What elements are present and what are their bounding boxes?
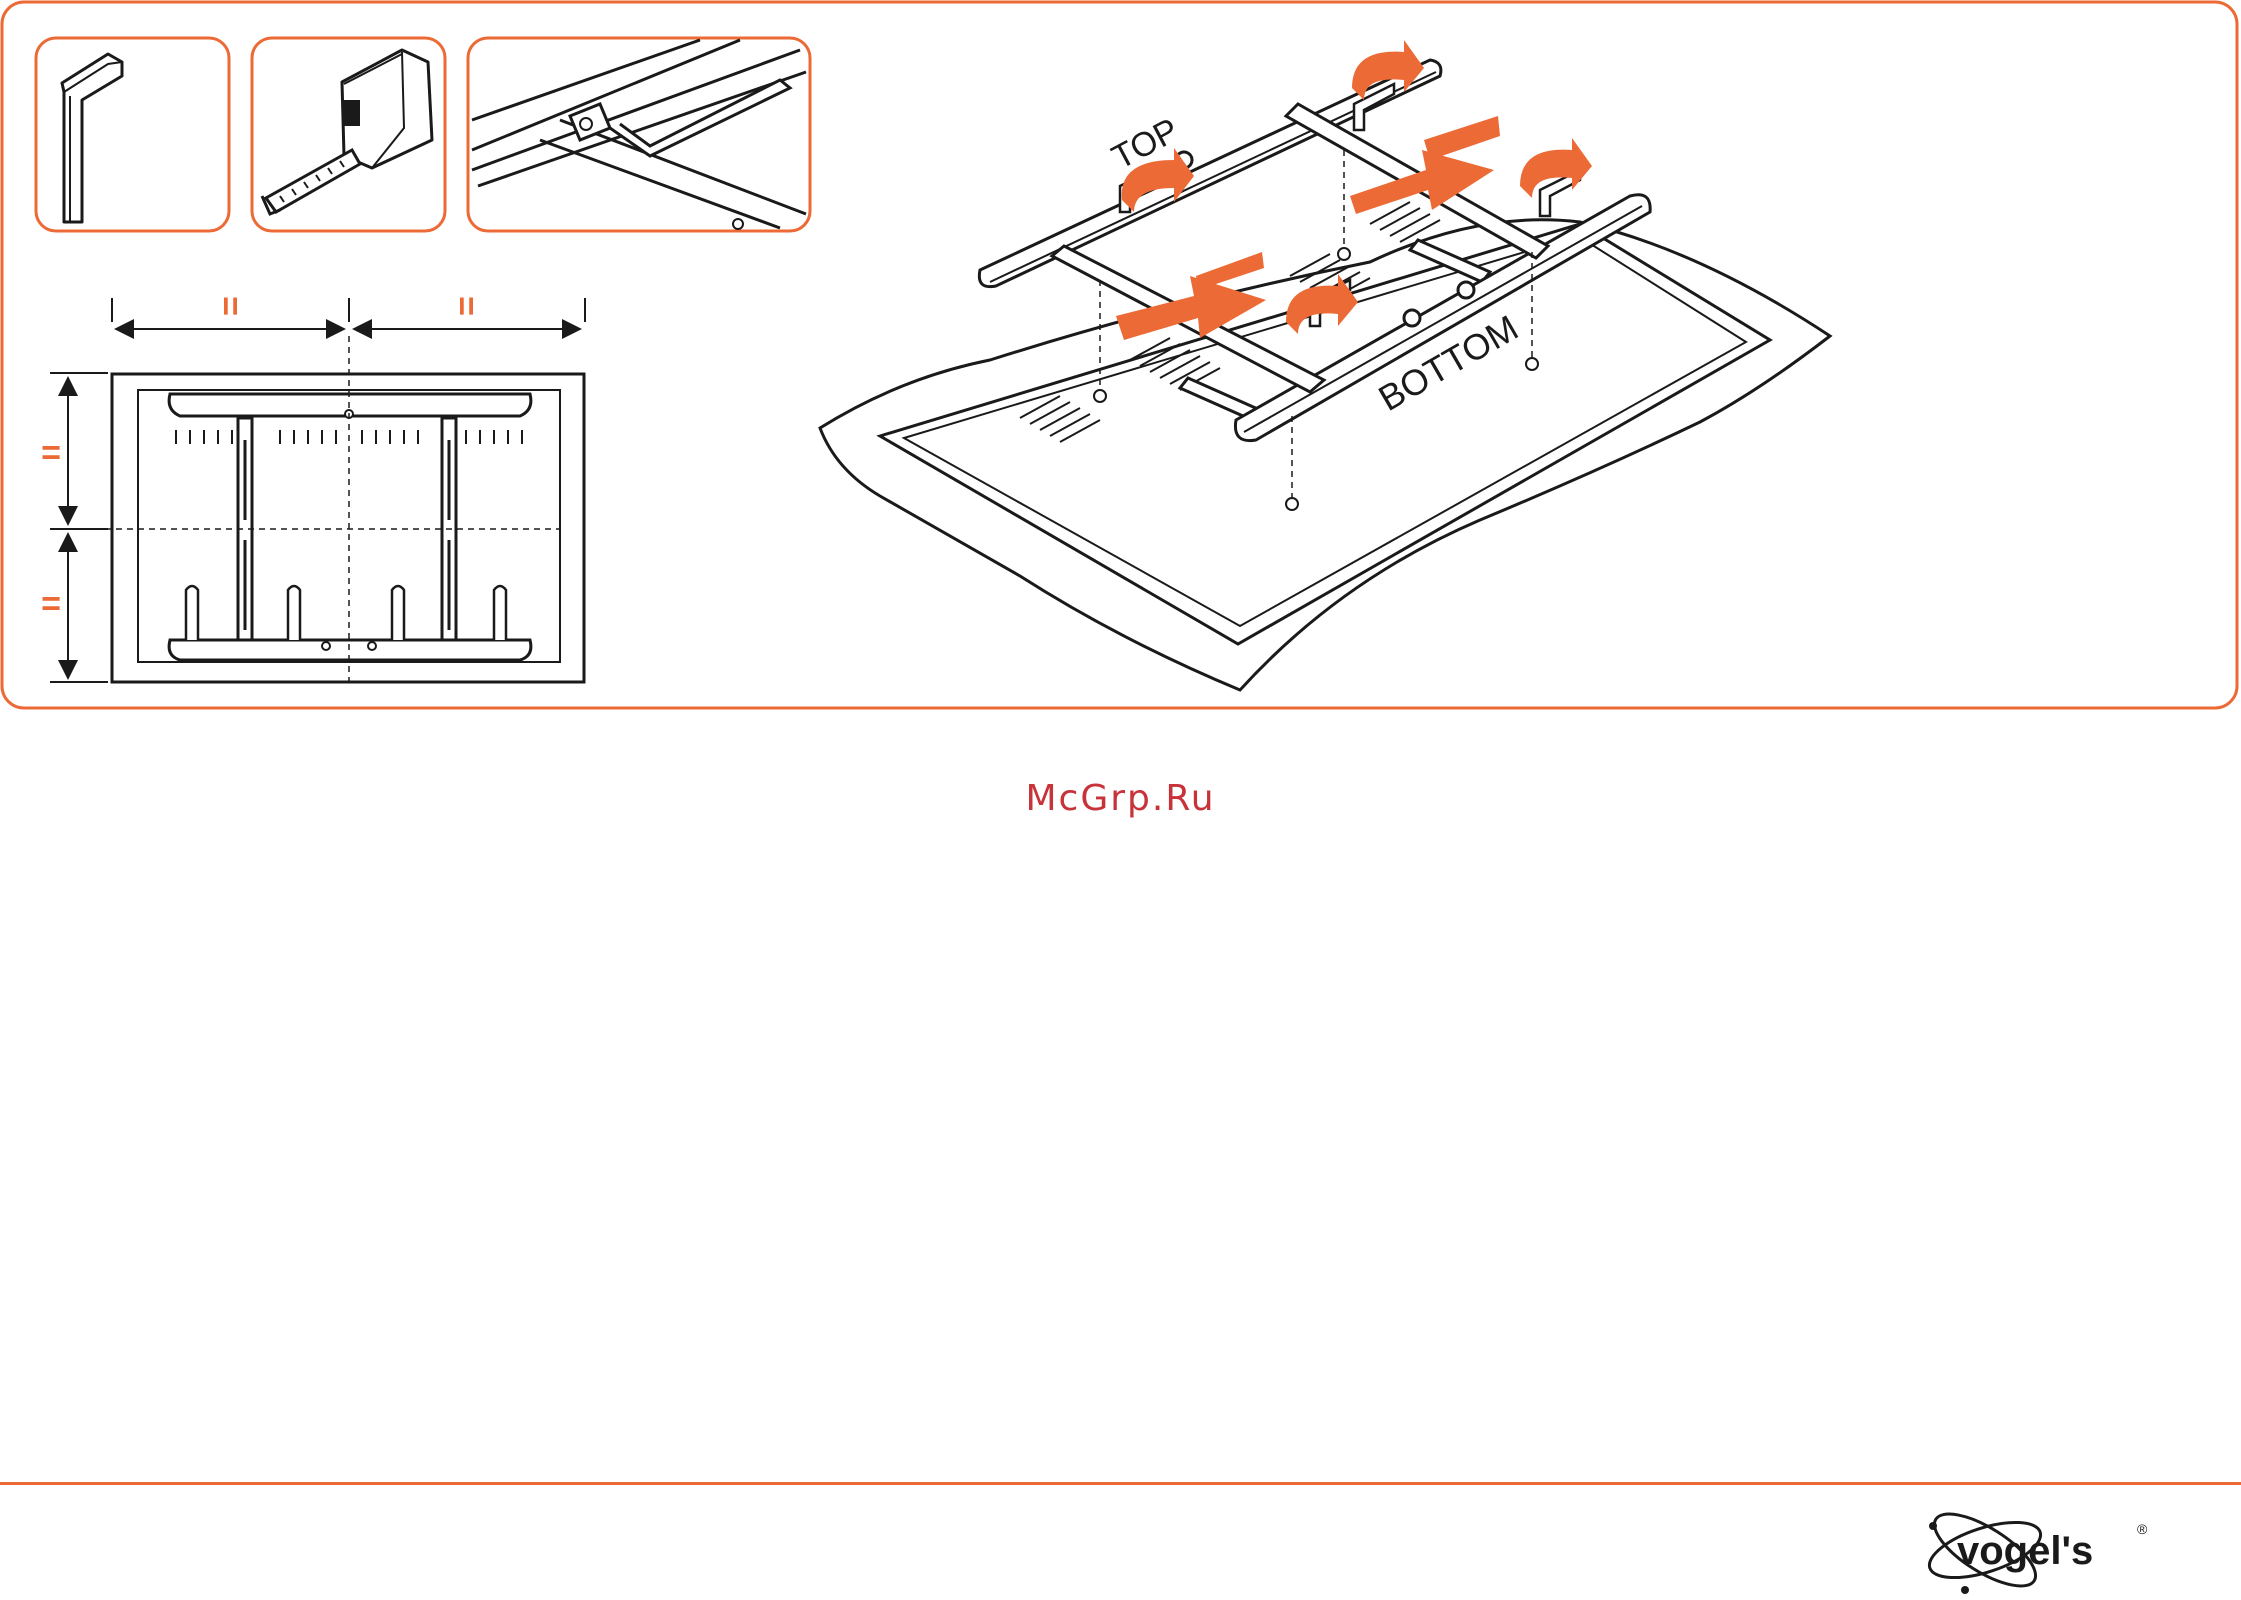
vogels-logo: vogel's ®	[1925, 1498, 2155, 1598]
watermark: McGrp.Ru	[0, 778, 2241, 819]
logo-registered-mark: ®	[2137, 1521, 2148, 1537]
equal-mark-side-upper: =	[41, 434, 61, 472]
logo-text: vogel's	[1957, 1529, 2093, 1573]
footer-divider	[0, 1482, 2241, 1485]
tv-bracket-perspective: TOP BOTTOM	[820, 40, 1830, 690]
instruction-panel: = = = =	[0, 0, 2241, 714]
equal-mark-side-lower: =	[41, 585, 61, 623]
bracket-detail-icon	[468, 38, 810, 231]
equal-mark-top-left: =	[211, 296, 249, 316]
tape-measure-icon	[252, 38, 445, 231]
equal-mark-top-right: =	[447, 296, 485, 316]
tv-measurement-diagram	[50, 298, 585, 682]
hex-key-icon	[36, 38, 229, 231]
